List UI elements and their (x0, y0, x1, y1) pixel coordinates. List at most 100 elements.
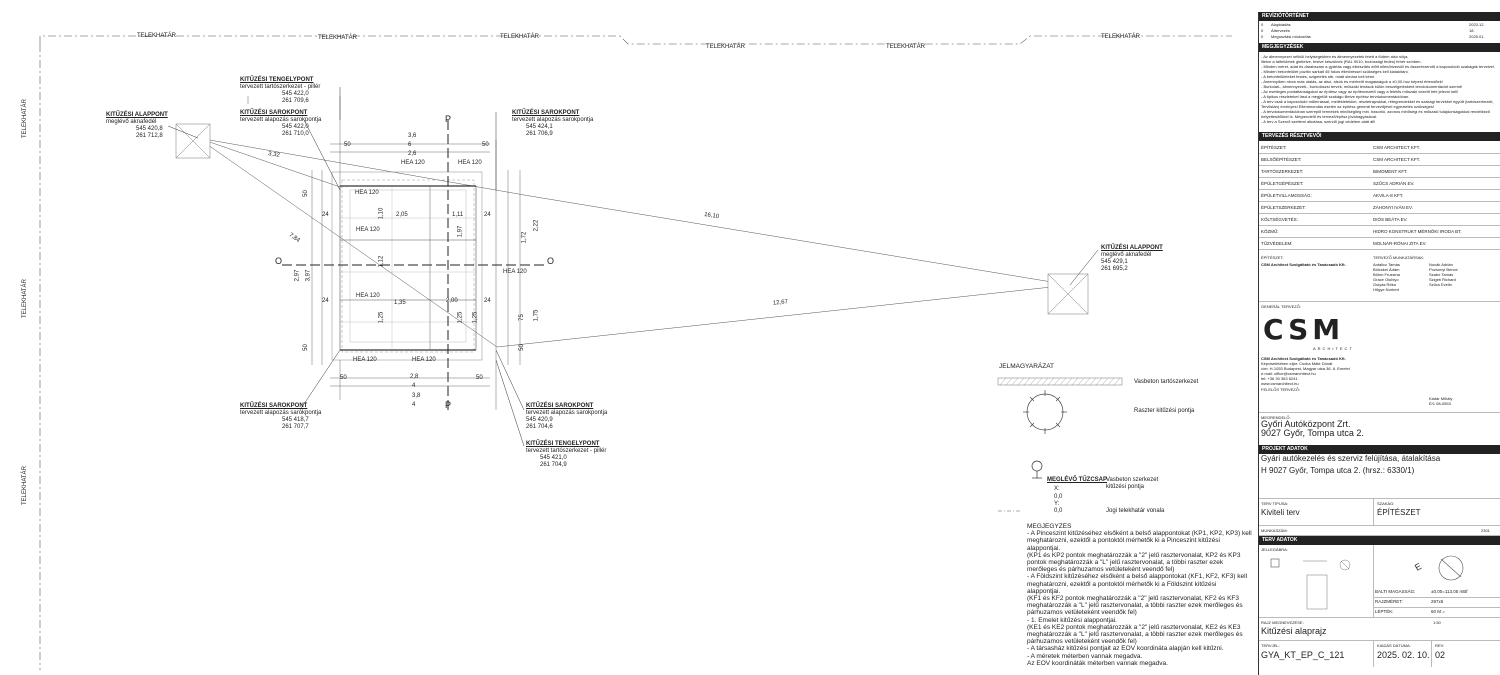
team-member: Novák Adrián (1429, 262, 1453, 267)
north-arrow-icon: E (1413, 555, 1464, 581)
note-line: - A Pinceszint kitűzéséhez elsőként a be… (1027, 530, 1252, 538)
dim-label: 24 (322, 212, 329, 218)
job-label: MUNKASZÁM: (1261, 528, 1288, 533)
remark-line: illetve a falfelületek glettelve, festve… (1261, 59, 1422, 64)
general-label: GENERÁL TERVEZŐ: (1261, 304, 1301, 309)
title-block: REVÍZIÓTÖRTÉNET 0 Alapkiadás 2023.12. 0 … (1258, 12, 1500, 675)
dim-label: 2,22 (533, 219, 540, 232)
discipline: ÉPÍTÉSZET (1377, 508, 1421, 517)
dim-label: 3,97 (305, 269, 312, 282)
company-line: cím: H-1053 Budapest, Magyar utca 36. 6.… (1261, 366, 1350, 371)
designer-role: ÉPÜLETSZERKEZET: (1261, 205, 1306, 210)
dim-label: 3,6 (408, 133, 417, 139)
responsible-label: FELELŐS TERVEZŐ: (1261, 387, 1300, 392)
plan-data-block: JELLEGÁBRA: E BALTI MAGASSÁG: ±0,00=113,0… (1259, 545, 1500, 618)
dim-label: 1,12 (378, 255, 385, 268)
beam-label: HEA 120 (401, 160, 425, 166)
dim-label: 2,8 (410, 374, 419, 380)
designers-header: TERVEZÉS RÉSZTVEVŐI (1259, 132, 1500, 141)
code-label: TERVJEL: (1261, 643, 1280, 648)
revision-table: 0 Alapkiadás 2023.12. 0 Áttervezés 18. 0… (1259, 21, 1500, 39)
boundary-label: TELEKHATÁR (886, 44, 925, 50)
revision-header: REVÍZIÓTÖRTÉNET (1259, 12, 1500, 21)
csm-logo: CSM (1263, 313, 1345, 346)
dim-label: 1,35 (394, 300, 406, 306)
dimension-lines (247, 96, 521, 410)
client-name: Győri Autóközpont Zrt. (1261, 419, 1351, 429)
beam-label: HEA 120 (355, 190, 379, 196)
designer-name: MOLNÁR-RÓNAI ZITA EV. (1373, 241, 1427, 246)
scale-value: 60 M = (1431, 609, 1445, 614)
boundary-label: TELEKHATÁR (706, 44, 745, 50)
project-name: Gyári autókezelés és szerviz felújítása,… (1261, 454, 1441, 463)
key-plan-icon (1270, 558, 1351, 610)
raster-point-icon (1023, 390, 1067, 434)
project-block: Gyári autókezelés és szerviz felújítása,… (1259, 454, 1500, 499)
remark-line: - Az álmennyezet nélküli helyiségekben é… (1261, 54, 1409, 59)
hydrant-coord: 0,0 (1054, 494, 1063, 500)
remarks-block: - Az álmennyezet nélküli helyiségekben é… (1259, 52, 1500, 132)
dim-label: 4 (412, 383, 416, 389)
designer-name: CSM ARCHITECT KFT. (1373, 145, 1421, 150)
dim-label: 50 (302, 344, 309, 351)
point-label-bl-corner: KITŰZÉSI SAROKPONT tervezett alapozás sa… (240, 403, 322, 430)
hydrant-coord: X: (1054, 486, 1060, 492)
team-member: Antalicz Tamás (1373, 262, 1400, 267)
dim-label: 6 (408, 142, 412, 148)
note-line: (KP1 és KP2 pontok meghatározzák a "2" j… (1027, 551, 1241, 559)
remark-line: - Minden méret, adat és darabszám a gyár… (1261, 64, 1495, 69)
dim-label: 2,00 (446, 298, 458, 304)
base-points (175, 123, 1089, 315)
setout-plan-svg (39, 35, 1232, 670)
dim-label: 24 (322, 298, 329, 304)
legend-item: Vasbeton szerkezet kitűzési pontja (1106, 477, 1159, 490)
scale-value: ±0,00=113,05 mBf (1431, 589, 1468, 594)
note-line: meghatározzák a "L" jelű rasztervonalat,… (1027, 631, 1243, 639)
dim-label: 50 (476, 375, 483, 381)
boundary-label: TELEKHATÁR (318, 35, 357, 41)
team-member: Pozsonyi Bence (1429, 267, 1458, 272)
note-line: pontok meghatározzák a "L" jelű raszterv… (1027, 559, 1224, 567)
designer-role: BELSŐÉPÍTÉSZET: (1261, 157, 1302, 162)
dim-label: 24 (484, 212, 491, 218)
csm-logo-sub: ARCHITECT (1313, 346, 1354, 351)
svg-text:E: E (1413, 561, 1423, 573)
note-line: Az EOV koordináták méterben vannak megad… (1027, 659, 1168, 667)
note-line: - A Földszint kitűzéséhez elsőként a bel… (1027, 573, 1248, 581)
dim-label: 1,97 (457, 225, 464, 238)
boundary-label: TELEKHATÁR (1101, 34, 1140, 40)
key-plan-label: JELLEGÁBRA: (1261, 547, 1288, 552)
point-label-right-base: KITŰZÉSI ALAPPONT meglévő aknafedél 545 … (1101, 245, 1163, 272)
rev-desc: Áttervezés (1271, 28, 1290, 33)
dim-label: 1,25 (457, 311, 464, 324)
plan-data-header: TERV ADATOK (1259, 536, 1500, 545)
note-line: meghatározzák a "L" jelű rasztervonalat,… (1027, 602, 1243, 610)
remark-line: - Minden betonfelület pozitív sarkait 45… (1261, 69, 1409, 74)
note-line: párhuzamos vetületeként veendők fel) (1027, 638, 1137, 646)
point-label-tr-corner: KITŰZÉSI SAROKPONT tervezett alapozás sa… (512, 110, 594, 137)
legend-item: Vasbeton tartószerkezet (1134, 379, 1199, 385)
note-line: - A társasház kitűzési pontjait az EOV k… (1027, 645, 1224, 653)
boundary-label: TELEKHATÁR (22, 279, 28, 318)
client-address: 9027 Győr, Tompa utca 2. (1261, 428, 1364, 438)
drawing-title: Kitűzési alaprajz (1261, 626, 1327, 636)
dim-label: 2,6 (408, 151, 417, 157)
remark-line: - A terv a Szerző szellemi alkotása, sze… (1261, 119, 1376, 124)
dim-label: 2,05 (396, 212, 408, 218)
plan-type-label: TERV TÍPUSA: (1261, 501, 1289, 506)
code-block: TERVJEL: GYA_KT_EP_C_121 KIADÁS DÁTUMA: … (1259, 641, 1500, 667)
designers-table: ÉPÍTÉSZET:CSM ARCHITECT KFT. BELSŐÉPÍTÉS… (1259, 141, 1500, 253)
hydrant-coord: Y: (1054, 501, 1060, 507)
drawing-scale: 1:50 (1433, 620, 1441, 625)
dim-label: 50 (340, 375, 347, 381)
boundary-label: TELEKHATÁR (500, 34, 539, 40)
scale-label: BALTI MAGASSÁG: (1375, 589, 1416, 594)
remarks-header: MEGJEGYZÉSEK (1259, 43, 1500, 52)
team-member: Hőgye Norbert (1373, 287, 1400, 292)
note-line: meghatározni, ezektől a pontoktól mérhet… (1027, 537, 1220, 545)
axis-marker: P (445, 400, 452, 410)
boundary-label: TELEKHATÁR (137, 33, 176, 39)
axis-marker: O (547, 256, 555, 266)
team-label: TERVEZŐ MUNKATÁRSAK: (1373, 255, 1425, 260)
company-line: www.csmarchitect.hu (1261, 381, 1299, 386)
